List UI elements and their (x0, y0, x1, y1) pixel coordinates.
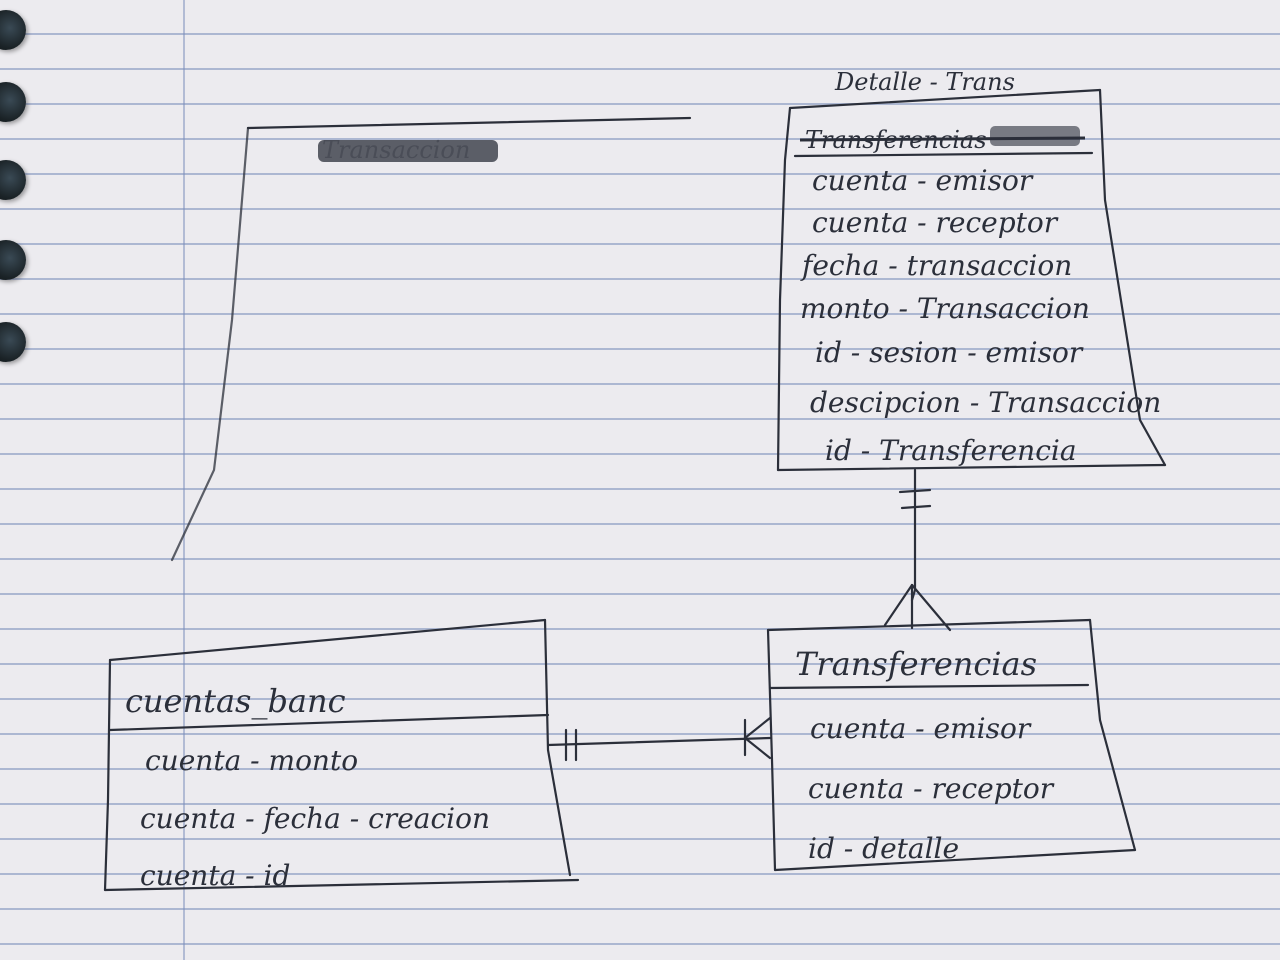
detalle-attr-1: cuenta - receptor (812, 206, 1059, 239)
detalle-attr-5: descipcion - Transaccion (810, 386, 1161, 419)
entity-cuentas-banc (103, 618, 580, 892)
cuentas-attr-1: cuenta - fecha - creacion (140, 802, 490, 835)
cuentas-attr-2: cuenta - id (140, 859, 290, 892)
scribbled-header: Transaccion (318, 136, 498, 164)
scribbled-header-text: Transaccion (322, 136, 470, 164)
transferencias-attr-1: cuenta - receptor (808, 772, 1055, 805)
transferencias-title: Transferencias (795, 645, 1037, 683)
cuentas-attr-0: cuenta - monto (145, 744, 358, 777)
entity-detalle-trans (776, 88, 1167, 472)
detalle-attr-2: fecha - transaccion (800, 249, 1072, 282)
detalle-attr-4: id - sesion - emisor (815, 336, 1084, 369)
relationship-detalle-transferencias (883, 468, 952, 632)
relationship-cuentas-transferencias (546, 716, 772, 762)
margin-line (183, 0, 185, 960)
cuentas-banc-title: cuentas_banc (125, 682, 346, 720)
erased-entity-box (170, 116, 692, 562)
detalle-attr-6: id - Transferencia (825, 434, 1077, 467)
detalle-trans-title: Detalle - Trans (834, 68, 1015, 96)
detalle-attr-0: cuenta - emisor (812, 164, 1034, 197)
scribble-mark (990, 126, 1080, 146)
entity-transferencias (766, 618, 1137, 872)
detalle-attr-3: monto - Transaccion (800, 292, 1090, 325)
transferencias-attr-2: id - detalle (808, 832, 959, 865)
transferencias-attr-0: cuenta - emisor (810, 712, 1032, 745)
